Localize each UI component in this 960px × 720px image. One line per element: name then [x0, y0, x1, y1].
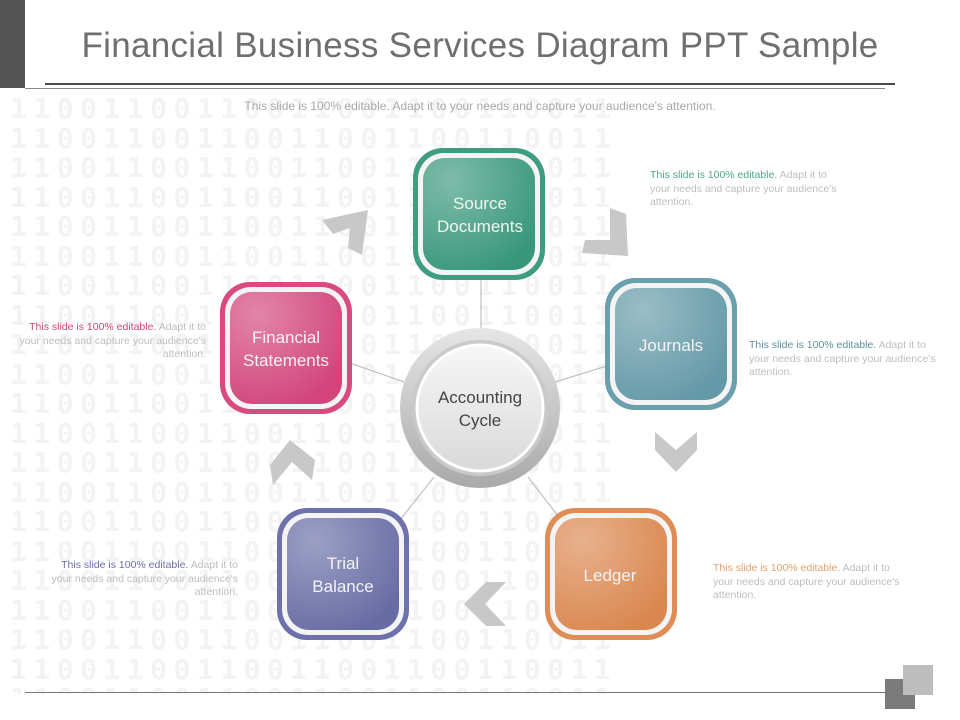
- note-highlight: This slide is 100% editable.: [650, 169, 778, 181]
- connector-journals: [554, 364, 611, 383]
- node-gloss: [230, 292, 342, 404]
- node-journals[interactable]: Journals: [612, 310, 730, 380]
- arrow-down-icon: [655, 432, 697, 472]
- node-shape-ledger: [545, 508, 677, 640]
- arrow-left-icon: [464, 582, 506, 626]
- node-label-line2: Balance: [312, 577, 374, 596]
- arrow-up-icon: [270, 440, 315, 485]
- node-label-line1: Financial: [251, 328, 321, 347]
- note-body: Adapt it to your needs and capture your …: [51, 559, 238, 598]
- node-label-line1: Ledger: [583, 565, 637, 585]
- node-gloss: [555, 518, 667, 630]
- connector-financial-statements: [349, 362, 405, 383]
- note-body: Adapt it to your needs and capture your …: [749, 339, 936, 378]
- slide-title: Financial Business Services Diagram PPT …: [81, 26, 879, 65]
- node-label-line1: Source: [453, 194, 507, 213]
- center-circle: [400, 328, 560, 488]
- note-highlight: This slide is 100% editable.: [713, 562, 841, 574]
- note-body: Adapt it to your needs and capture your …: [713, 562, 900, 601]
- title-underline-secondary: [25, 88, 885, 89]
- node-label-line1: Trial: [326, 554, 360, 573]
- node-shape-source-documents: [413, 148, 545, 280]
- node-gloss: [287, 518, 399, 630]
- node-ledger[interactable]: Ledger: [550, 540, 670, 610]
- note-source-documents: This slide is 100% editable. Adapt it to…: [650, 169, 840, 210]
- node-shape-financial-statements: [220, 282, 352, 414]
- arrow-up-right-icon: [322, 210, 368, 255]
- slide-subtitle: This slide is 100% editable. Adapt it to…: [244, 99, 716, 113]
- center-label-line2: Cycle: [458, 411, 502, 430]
- node-label-line2: Statements: [243, 351, 329, 370]
- note-financial-statements: This slide is 100% editable. Adapt it to…: [16, 321, 206, 362]
- arrow-down-right-icon: [582, 208, 628, 256]
- note-body: Adapt it to your needs and capture your …: [19, 321, 206, 360]
- title-underline: [45, 83, 895, 85]
- note-body: Adapt it to your needs and capture your …: [650, 169, 837, 208]
- footer-rule: [25, 692, 885, 693]
- node-shape-journals: [605, 278, 737, 410]
- corner-square-light: [903, 665, 933, 695]
- node-label-line2: Documents: [437, 217, 523, 236]
- note-highlight: This slide is 100% editable.: [29, 321, 157, 333]
- note-highlight: This slide is 100% editable.: [749, 339, 877, 351]
- note-trial-balance: This slide is 100% editable. Adapt it to…: [48, 559, 238, 600]
- node-gloss: [423, 158, 535, 270]
- center-label-line1: Accounting: [437, 388, 523, 407]
- connector-trial-balance: [399, 476, 435, 521]
- node-gloss: [615, 288, 727, 400]
- note-ledger: This slide is 100% editable. Adapt it to…: [713, 562, 903, 603]
- node-label-line1: Journals: [638, 335, 704, 355]
- title-accent-bar: [0, 0, 25, 88]
- note-journals: This slide is 100% editable. Adapt it to…: [749, 339, 939, 380]
- node-shape-trial-balance: [277, 508, 409, 640]
- note-highlight: This slide is 100% editable.: [61, 559, 189, 571]
